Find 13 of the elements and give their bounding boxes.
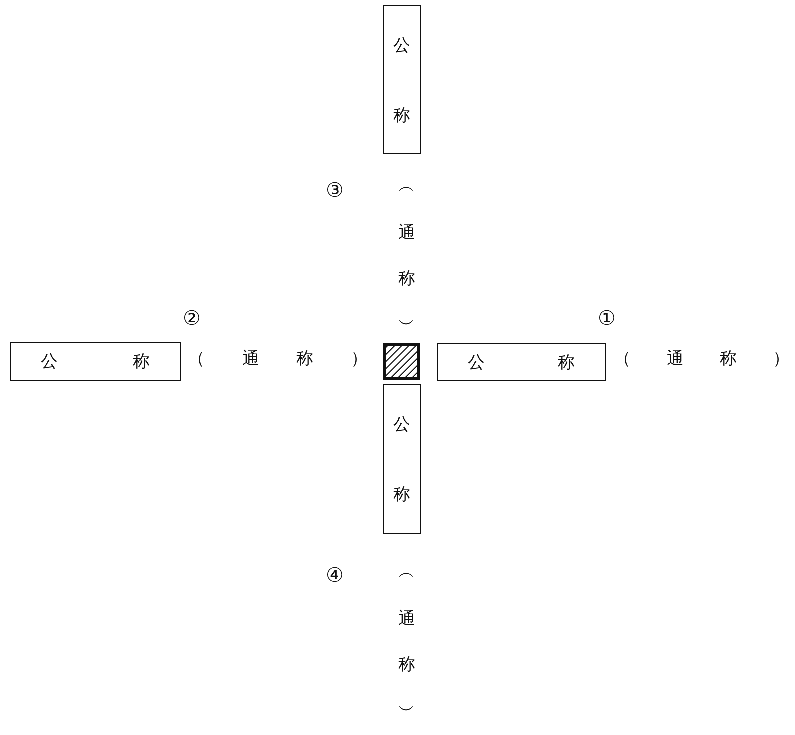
- callout-number: ①: [597, 306, 617, 332]
- common-name-text: ︵通称︶: [397, 176, 416, 337]
- callout-number: ③: [325, 178, 345, 204]
- hatched-square: [383, 343, 420, 380]
- name-plate: 公称: [10, 342, 181, 381]
- common-name-text: （通称）: [188, 348, 368, 371]
- common-name-text: （通称）: [614, 348, 790, 371]
- name-plate: 公称: [383, 384, 421, 534]
- callout-number: ④: [325, 563, 345, 589]
- name-plate: 公称: [437, 343, 606, 381]
- common-name-text: ︵通称︶: [397, 562, 416, 723]
- callout-number: ②: [182, 306, 202, 332]
- name-plate: 公称: [383, 5, 421, 154]
